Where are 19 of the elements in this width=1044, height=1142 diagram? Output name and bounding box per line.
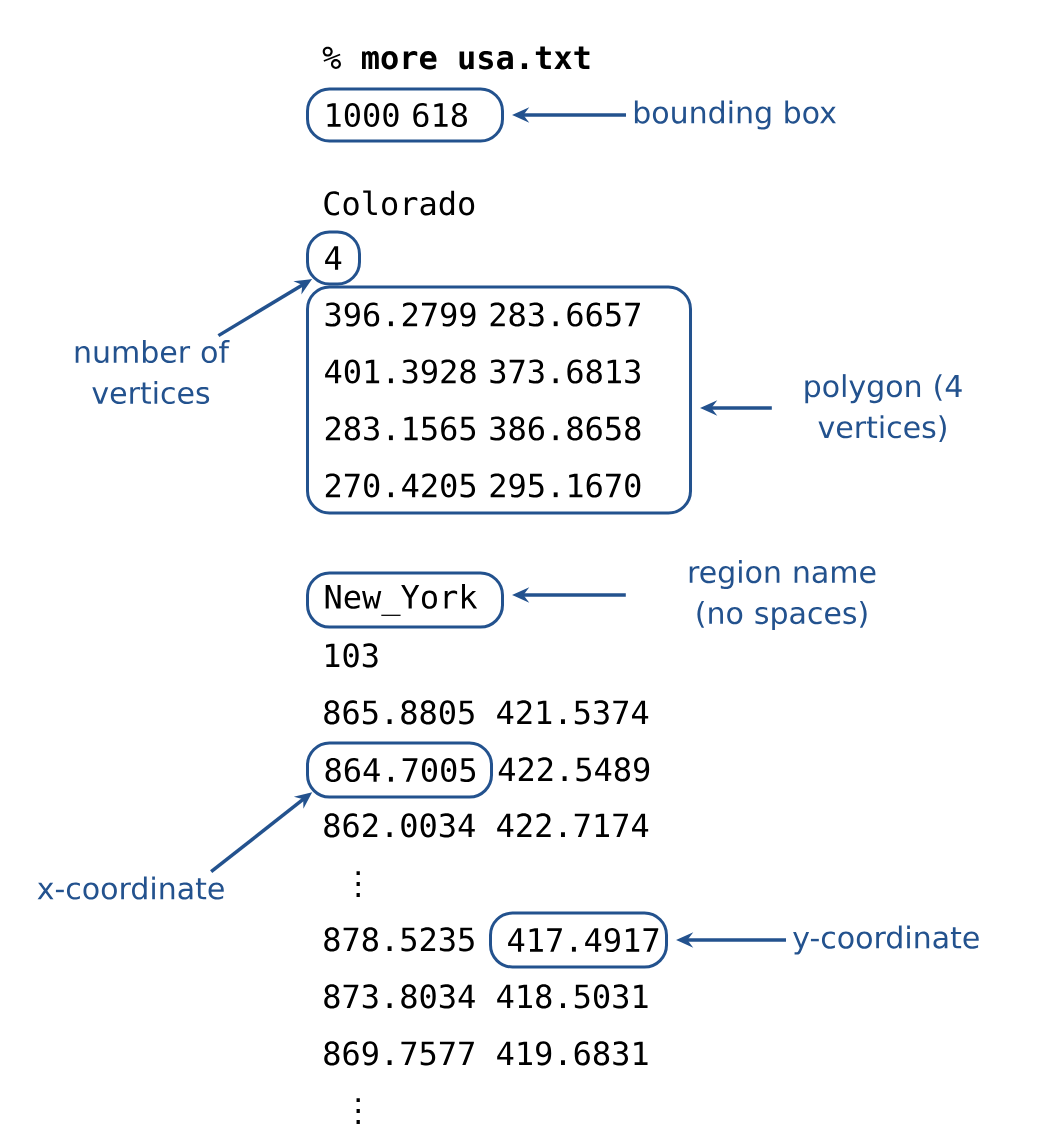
rounded-box: New_York [306,571,504,629]
annotation-text: region name (no spaces) [689,560,876,631]
rounded-box: 864.7005 [306,741,493,799]
annotation-text: x-coordinate [37,876,224,900]
file-line: 869.7577 419.6831 [324,1041,648,1066]
annotation-text: y-coordinate [793,925,979,955]
annotation-text: polygon (4 vertices) [805,374,962,442]
rounded-box: 4 [306,230,361,286]
file-line: ⋮ [356,1098,360,1124]
file-line: Colorado [324,190,475,216]
rounded-box: 417.4917 [489,911,668,969]
annotation-text: number of vertices [75,339,230,405]
file-line: 865.8805 421.5374 [324,700,649,725]
file-line: 862.0034 422.7174 [324,813,649,838]
annotation-text: bounding box [634,100,836,130]
rounded-box: 1000 618 [306,87,504,143]
file-line: ⋮ [356,871,360,897]
file-line: 103 [326,643,378,668]
rounded-box: 396.2799 283.6657 401.3928 373.6813 283.1565 386.8658 270.4205 295.1670 [306,285,692,515]
